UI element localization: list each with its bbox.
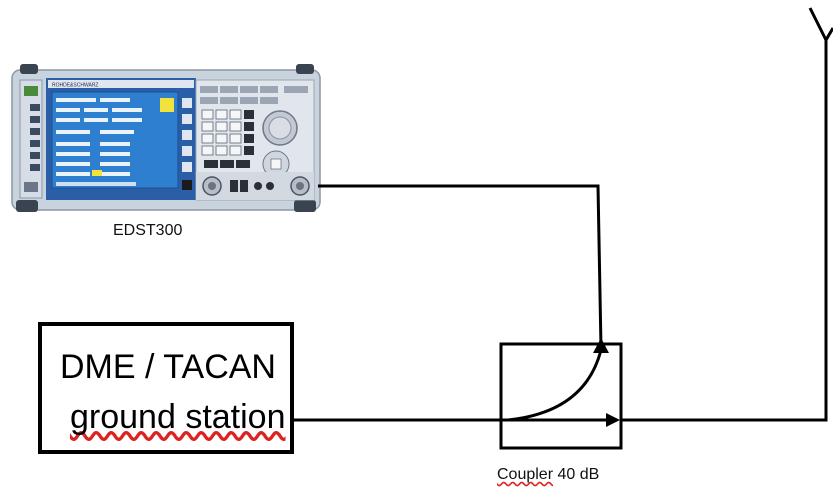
svg-text:ROHDE&SCHWARZ: ROHDE&SCHWARZ <box>52 83 98 89</box>
antenna-icon <box>808 7 833 44</box>
ground-station-label-line2: ground station <box>70 398 286 436</box>
ground-station-box: DME / TACAN ground station <box>38 322 294 454</box>
coupler-to-antenna-line <box>621 40 828 422</box>
coupler-label-word: Coupler <box>497 466 554 483</box>
instrument-label: EDST300 <box>113 222 183 239</box>
ground-station-label-line1: DME / TACAN <box>60 348 276 386</box>
coupler-label-value: 40 dB <box>557 466 600 483</box>
edst300-instrument: ROHDE&SCHWARZ <box>11 64 321 212</box>
coupler-box <box>499 342 623 450</box>
edst-to-coupler-line <box>318 184 603 349</box>
coupler-curve <box>507 349 603 422</box>
coupler-label: Coupler 40 dB <box>497 466 599 484</box>
through-arrow-icon <box>606 413 620 427</box>
